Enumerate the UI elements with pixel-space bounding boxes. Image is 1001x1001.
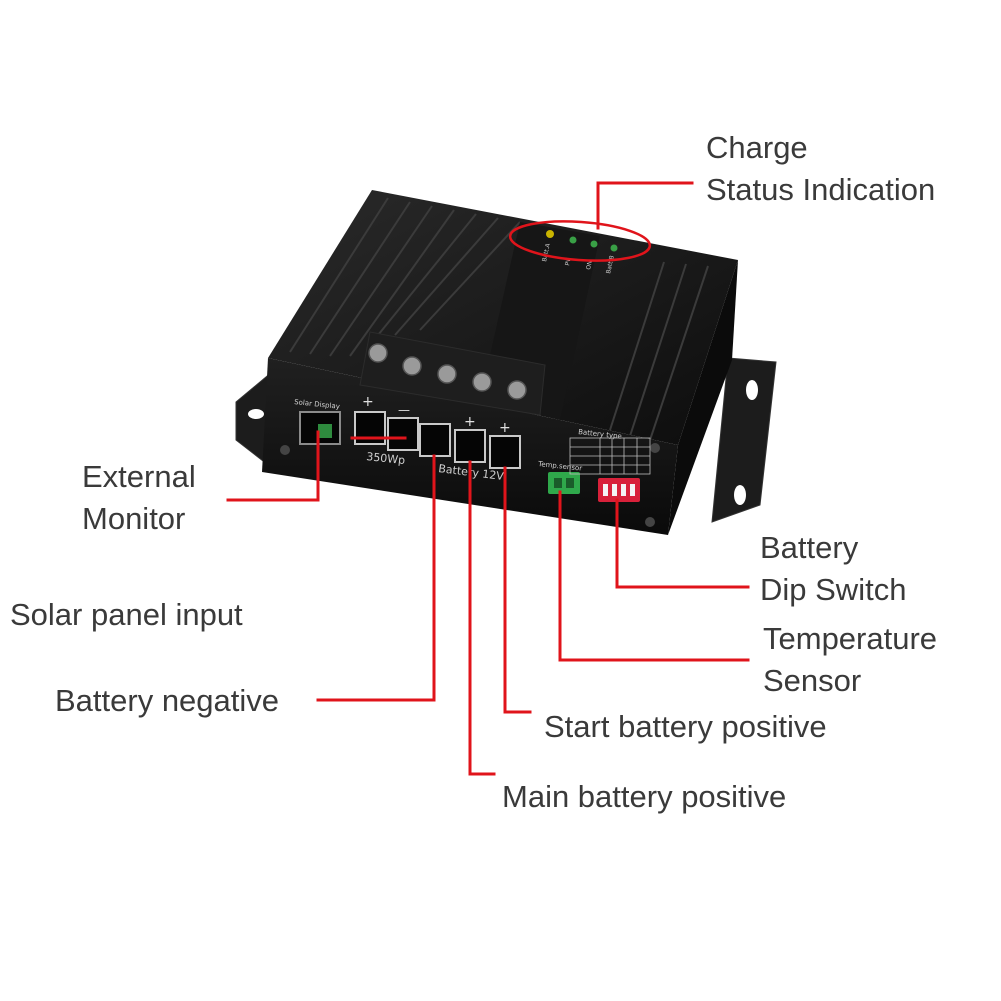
led-label-prints: Batt.A PV ON Batt.B [541, 242, 616, 274]
label-solar-panel-input: Solar panel input [10, 597, 243, 632]
leader-start-battery [503, 466, 532, 714]
label-external-monitor: External Monitor [82, 459, 196, 536]
pv-minus-print: — [398, 403, 410, 417]
led-label-batt-a: Batt.A [541, 242, 552, 262]
leader-battery-negative [316, 454, 436, 702]
battery-plus-print: + [464, 414, 476, 430]
label-main-battery-positive: Main battery positive [502, 779, 787, 814]
start-plus-print: + [499, 420, 511, 436]
right-flange-hole-top [746, 380, 758, 400]
right-flange-hole-bottom [734, 485, 746, 505]
leader-temperature-sensor [558, 490, 750, 662]
status-leds [546, 230, 618, 252]
leader-external-monitor [226, 430, 320, 502]
pv-plus-print: + [362, 394, 374, 410]
label-temperature-sensor: Temperature Sensor [763, 621, 938, 698]
leader-lines [226, 181, 750, 776]
solar-display-port-led [318, 424, 332, 438]
right-mounting-flange [711, 357, 777, 523]
leader-charge-status [596, 181, 694, 230]
label-battery-negative: Battery negative [55, 683, 280, 718]
led-label-batt-b: Batt.B [605, 255, 616, 275]
temperature-sensor-connector [548, 472, 580, 494]
battery-dip-switch [598, 478, 640, 502]
battery-type-table [569, 437, 651, 475]
terminal-screws [368, 343, 527, 400]
rated-power-print: 350Wp [366, 450, 406, 467]
led-label-on: ON [585, 260, 594, 270]
heatsink-fins [289, 197, 709, 441]
led-label-pv: PV [564, 257, 573, 267]
front-screw-left [280, 445, 290, 455]
leader-dip-switch [615, 498, 750, 589]
label-charge-status: Charge Status Indication [706, 130, 936, 207]
front-screw-right [650, 443, 660, 453]
front-screw-bottom [645, 517, 655, 527]
leader-main-battery [468, 460, 496, 776]
label-start-battery-positive: Start battery positive [544, 709, 827, 744]
housing-side-face [668, 260, 738, 535]
charge-status-highlight [508, 220, 652, 262]
left-flange-hole [248, 409, 264, 419]
label-battery-dip-switch: Battery Dip Switch [760, 530, 907, 607]
